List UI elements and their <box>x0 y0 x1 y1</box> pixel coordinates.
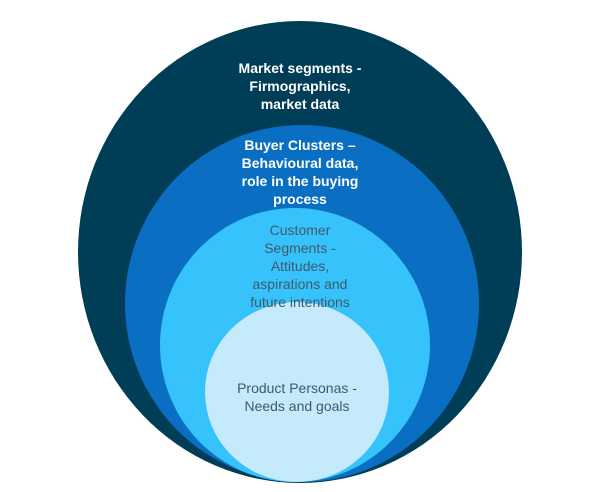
ring-product-personas <box>205 302 389 482</box>
label-market-segments: Market segments - Firmographics, market … <box>200 59 400 113</box>
label-line: Firmographics, <box>249 78 351 94</box>
label-buyer-clusters: Buyer Clusters – Behavioural data, role … <box>200 136 400 208</box>
label-line: process <box>273 191 327 207</box>
label-customer-segments: Customer Segments - Attitudes, aspiratio… <box>200 221 400 311</box>
label-product-personas: Product Personas - Needs and goals <box>197 379 397 415</box>
label-line: Behavioural data, <box>241 155 359 171</box>
label-line: Attitudes, <box>270 258 330 274</box>
label-line: Segments - <box>264 240 336 256</box>
label-line: role in the buying <box>241 173 359 189</box>
label-line: aspirations and <box>252 276 348 292</box>
label-line: Needs and goals <box>244 398 350 414</box>
label-line: market data <box>260 96 340 112</box>
label-line: future intentions <box>250 294 350 310</box>
label-line: Customer <box>269 222 331 238</box>
label-line: Product Personas - <box>237 380 357 396</box>
label-line: Market segments - <box>238 60 362 76</box>
label-line: Buyer Clusters – <box>244 137 356 153</box>
